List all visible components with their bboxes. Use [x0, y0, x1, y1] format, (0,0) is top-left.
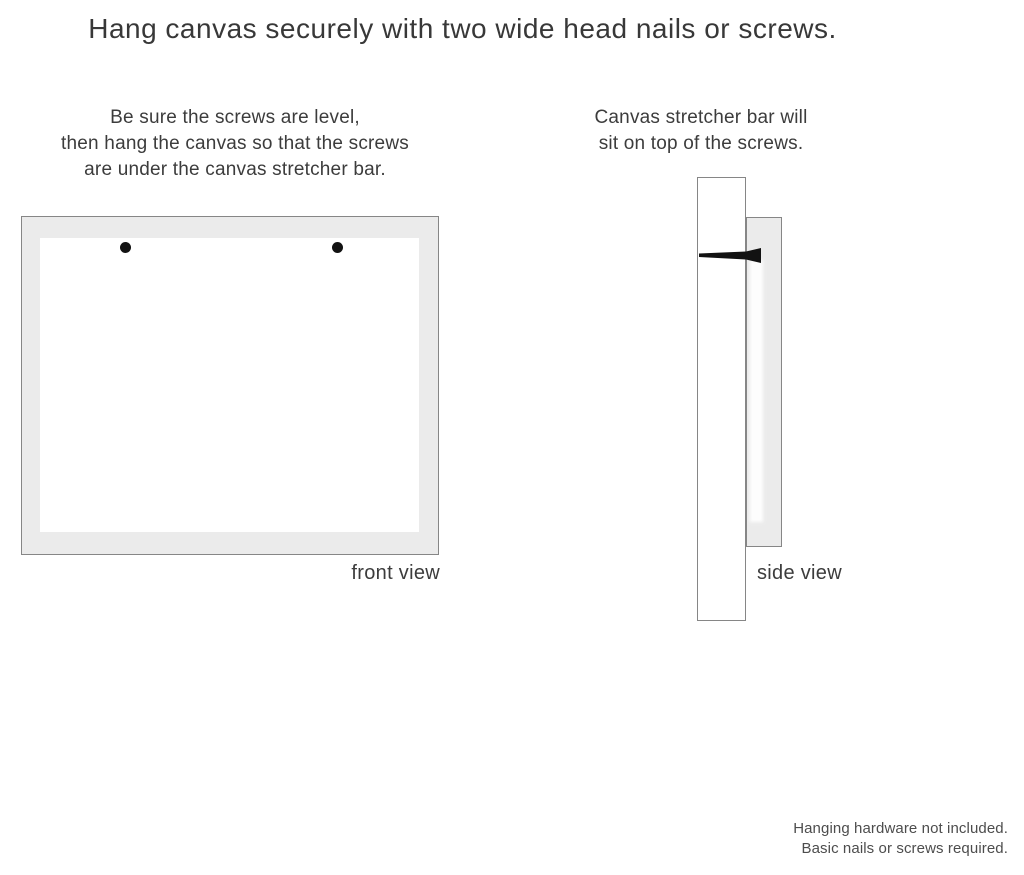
- front-instruction-line-2: then hang the canvas so that the screws: [61, 133, 409, 154]
- side-hanging-instruction: Canvas stretcher bar will sit on top of …: [551, 105, 851, 157]
- screw-right-icon: [332, 242, 343, 253]
- nail-icon: [699, 248, 761, 263]
- front-instruction-line-1: Be sure the screws are level,: [110, 107, 360, 128]
- side-view-label: side view: [757, 562, 842, 584]
- screw-left-icon: [120, 242, 131, 253]
- page-title: Hang canvas securely with two wide head …: [88, 13, 837, 44]
- side-view-canvas-edge: [746, 217, 782, 547]
- side-view-wall-bar: [697, 177, 746, 621]
- side-instruction-line-1: Canvas stretcher bar will: [594, 107, 808, 128]
- front-instruction-line-3: are under the canvas stretcher bar.: [84, 159, 386, 180]
- front-hanging-instruction: Be sure the screws are level, then hang …: [25, 105, 445, 183]
- front-view-label: front view: [351, 562, 440, 584]
- hardware-footnote: Hanging hardware not included. Basic nai…: [700, 819, 1008, 858]
- side-instruction-line-2: sit on top of the screws.: [598, 133, 804, 154]
- footnote-line-1: Hanging hardware not included.: [793, 820, 1008, 837]
- front-view-canvas-frame: [21, 216, 439, 555]
- footnote-line-2: Basic nails or screws required.: [801, 839, 1008, 857]
- side-view-canvas-highlight: [750, 260, 763, 522]
- front-view-canvas-inner: [40, 238, 419, 532]
